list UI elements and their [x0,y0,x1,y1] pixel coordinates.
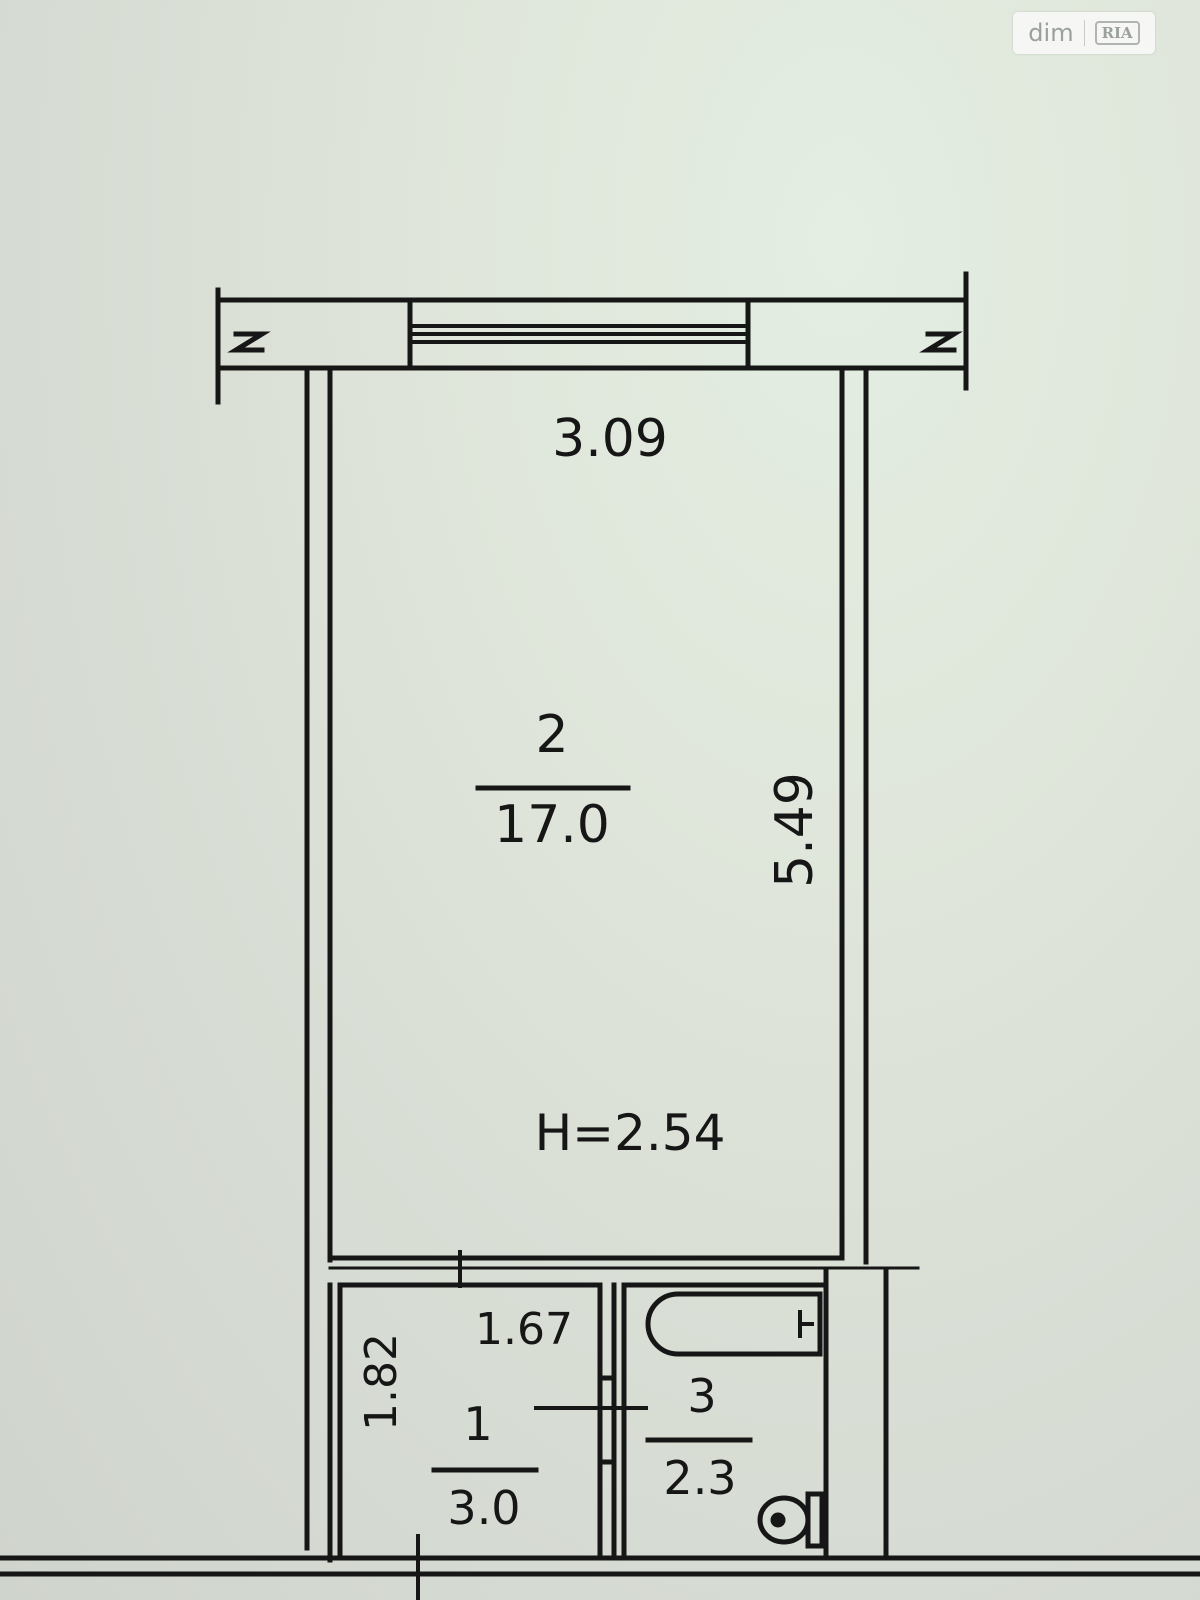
toilet-icon [757,1491,825,1549]
watermark-logo: dim RIA [1013,12,1155,54]
room-1-area: 3.0 [447,1481,520,1535]
lower-room-walls [327,1267,889,1563]
room-1-width-label: 1.67 [475,1304,573,1355]
room-1-length-label: 1.82 [356,1333,407,1431]
watermark-divider [1083,20,1085,46]
room-2-length-label: 5.49 [765,772,825,888]
bathtub-icon [645,1291,823,1357]
watermark-badge: RIA [1094,21,1140,45]
room-2-width-label: 3.09 [552,409,668,469]
room-2-number: 2 [535,705,568,765]
room-1-number: 1 [463,1397,492,1451]
wall-break-left [215,287,271,405]
top-wall-with-window [215,297,969,371]
bottom-outer-wall [0,1555,1200,1577]
room-3-number: 3 [687,1369,716,1423]
wall-break-right [919,271,969,391]
watermark-text: dim [1028,19,1074,47]
room-3-area: 2.3 [663,1451,736,1505]
room-2-height-label: H=2.54 [535,1104,726,1162]
room-2-area: 17.0 [494,795,610,855]
main-room-walls [304,365,920,1551]
